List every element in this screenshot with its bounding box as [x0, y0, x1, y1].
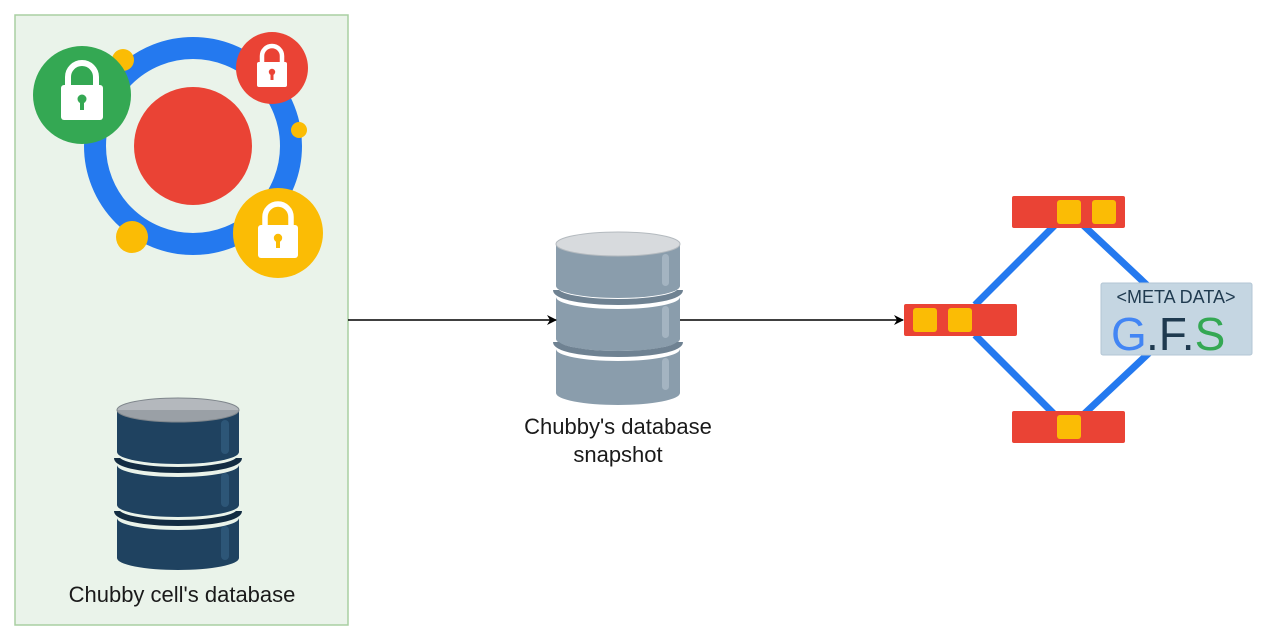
- green-lock-icon: [33, 46, 131, 144]
- red-lock-icon: [236, 32, 308, 104]
- gfs-rest-letters: .F.S: [1146, 308, 1225, 360]
- snapshot-label: Chubby's database snapshot: [488, 413, 748, 469]
- red-core-icon: [134, 87, 252, 205]
- yellow-dot-icon: [116, 221, 148, 253]
- yellow-lock-icon: [233, 188, 323, 278]
- gfs-g-letter-overlay: G: [1111, 308, 1147, 360]
- gfs-g-letter: G: [1111, 308, 1147, 360]
- left-server-node-icon: [904, 304, 1017, 336]
- snapshot-label-line2: snapshot: [573, 442, 663, 467]
- gfs-meta-label: <META DATA>: [1116, 287, 1235, 307]
- bottom-server-node-icon: [1012, 411, 1125, 443]
- snapshot-database-icon: [553, 231, 683, 405]
- yellow-dot-icon: [291, 122, 307, 138]
- top-server-node-icon: [1012, 196, 1125, 228]
- chubby-lock-service-icon: [33, 32, 323, 278]
- blue-orbit-ring: [84, 37, 302, 255]
- chubby-cell-database-icon: [114, 397, 242, 570]
- gfs-network-icon: <META DATA> G G .F.S: [904, 196, 1253, 443]
- gfs-metadata-badge: <META DATA> G G .F.S: [1100, 282, 1253, 360]
- chubby-cell-database-label: Chubby cell's database: [68, 582, 296, 607]
- snapshot-label-line1: Chubby's database: [524, 414, 712, 439]
